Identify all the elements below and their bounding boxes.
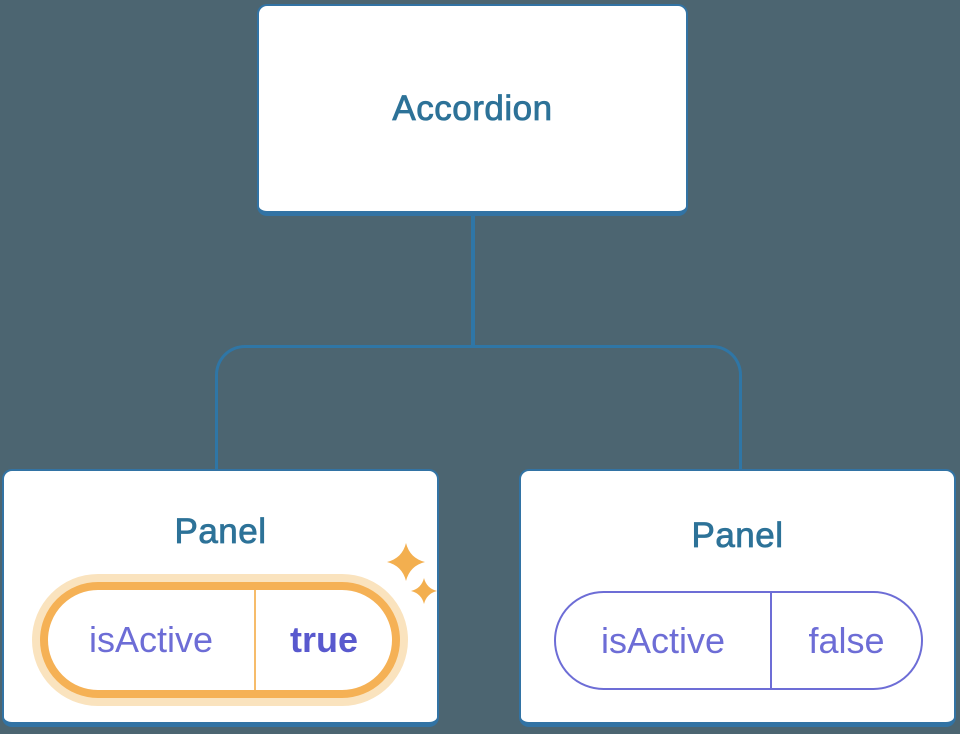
state-key: isActive	[600, 619, 726, 661]
accordion-node: Accordion	[257, 4, 688, 216]
state-pill-inactive: isActive false	[554, 591, 923, 690]
pill-divider	[254, 590, 256, 690]
sparkles-icon	[387, 543, 437, 604]
state-value: true	[289, 619, 358, 660]
panel-node-active-label: Panel	[174, 512, 267, 552]
state-key: isActive	[88, 619, 214, 660]
connector-trunk-line	[471, 214, 475, 346]
state-value: false	[808, 619, 885, 661]
state-pill-active: isActive true	[40, 582, 400, 698]
accordion-node-label: Accordion	[392, 88, 553, 128]
panel-node-inactive-label: Panel	[691, 516, 784, 556]
connector-branch-lines	[215, 345, 742, 469]
pill-divider	[770, 593, 772, 688]
